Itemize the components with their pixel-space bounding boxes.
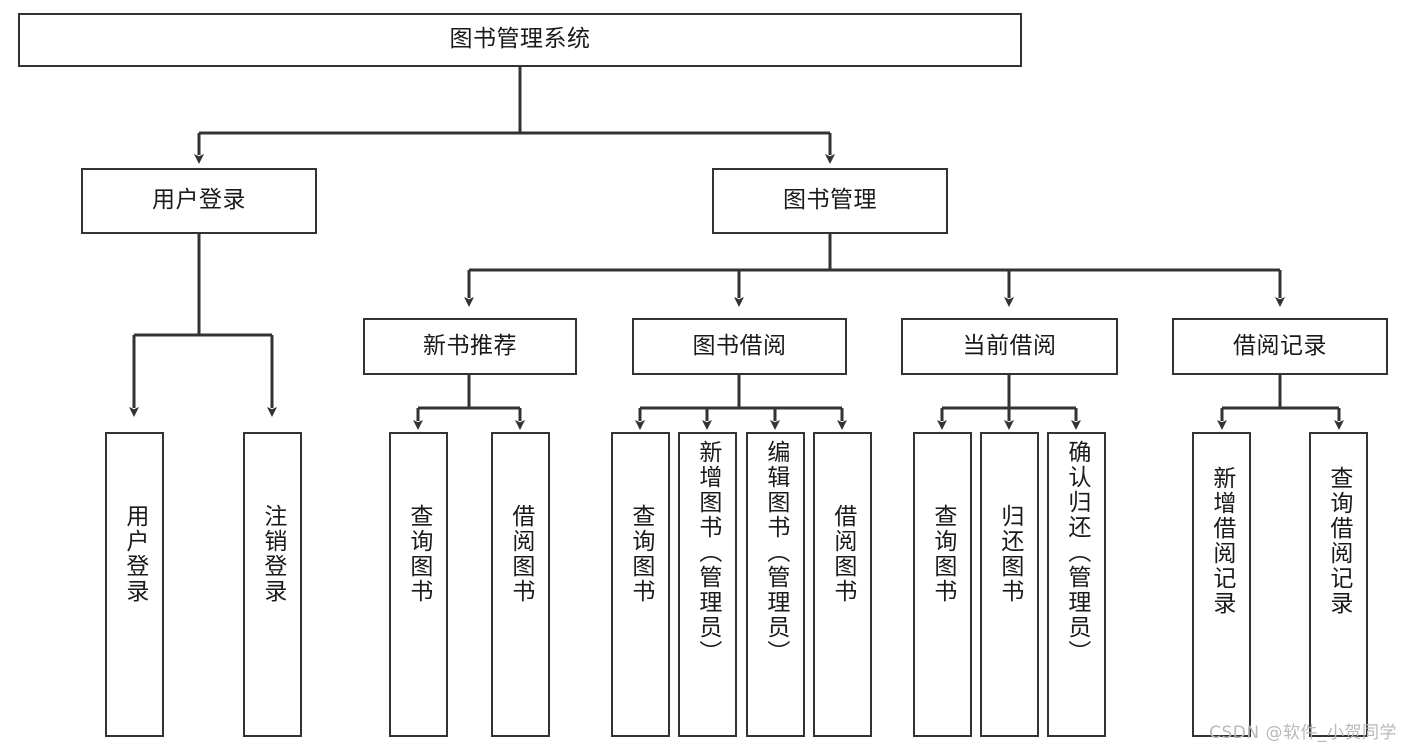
node-borrow-record[interactable]: 借阅记录 <box>1172 318 1388 375</box>
node-root-book-management-system[interactable]: 图书管理系统 <box>18 13 1022 67</box>
node-label: 归还图书 <box>996 504 1023 604</box>
node-label: 图书管理 <box>783 187 877 214</box>
node-label: 注销登录 <box>259 504 286 604</box>
leaf-new-book-query-book[interactable]: 查询图书 <box>389 432 448 737</box>
node-label: 用户登录 <box>121 504 148 604</box>
node-label: 当前借阅 <box>962 332 1057 359</box>
node-label: 图书管理系统 <box>449 26 591 53</box>
node-label: 编辑图书（管理员） <box>762 440 789 665</box>
leaf-book-borrow-query-book[interactable]: 查询图书 <box>611 432 670 737</box>
leaf-user-login-signout[interactable]: 注销登录 <box>243 432 302 737</box>
leaf-new-book-borrow-book[interactable]: 借阅图书 <box>491 432 550 737</box>
leaf-borrow-record-query-record[interactable]: 查询借阅记录 <box>1309 432 1368 737</box>
node-book-management[interactable]: 图书管理 <box>712 168 948 234</box>
node-current-borrow[interactable]: 当前借阅 <box>901 318 1118 375</box>
node-label: 查询图书 <box>405 504 432 604</box>
leaf-current-borrow-query-book[interactable]: 查询图书 <box>913 432 972 737</box>
leaf-book-borrow-edit-book-admin[interactable]: 编辑图书（管理员） <box>746 432 805 737</box>
node-book-borrow[interactable]: 图书借阅 <box>632 318 847 375</box>
node-new-book-recommend[interactable]: 新书推荐 <box>363 318 577 375</box>
leaf-book-borrow-add-book-admin[interactable]: 新增图书（管理员） <box>678 432 737 737</box>
node-label: 用户登录 <box>152 187 246 214</box>
node-label: 借阅图书 <box>829 504 856 604</box>
node-label: 查询图书 <box>627 504 654 604</box>
leaf-current-borrow-confirm-return-admin[interactable]: 确认归还（管理员） <box>1047 432 1106 737</box>
node-label: 查询借阅记录 <box>1325 466 1352 616</box>
node-label: 新书推荐 <box>423 332 517 359</box>
node-label: 新增图书（管理员） <box>694 440 721 665</box>
node-label: 借阅图书 <box>507 504 534 604</box>
leaf-current-borrow-return-book[interactable]: 归还图书 <box>980 432 1039 737</box>
node-label: 图书借阅 <box>692 332 787 359</box>
node-user-login[interactable]: 用户登录 <box>81 168 317 234</box>
watermark-text: CSDN @软件_小贺同学 <box>1209 723 1397 743</box>
leaf-user-login-signin[interactable]: 用户登录 <box>105 432 164 737</box>
node-label: 新增借阅记录 <box>1208 466 1235 616</box>
leaf-borrow-record-add-record[interactable]: 新增借阅记录 <box>1192 432 1251 737</box>
node-label: 借阅记录 <box>1233 332 1327 359</box>
node-label: 查询图书 <box>929 504 956 604</box>
leaf-book-borrow-borrow-book[interactable]: 借阅图书 <box>813 432 872 737</box>
node-label: 确认归还（管理员） <box>1063 440 1090 665</box>
